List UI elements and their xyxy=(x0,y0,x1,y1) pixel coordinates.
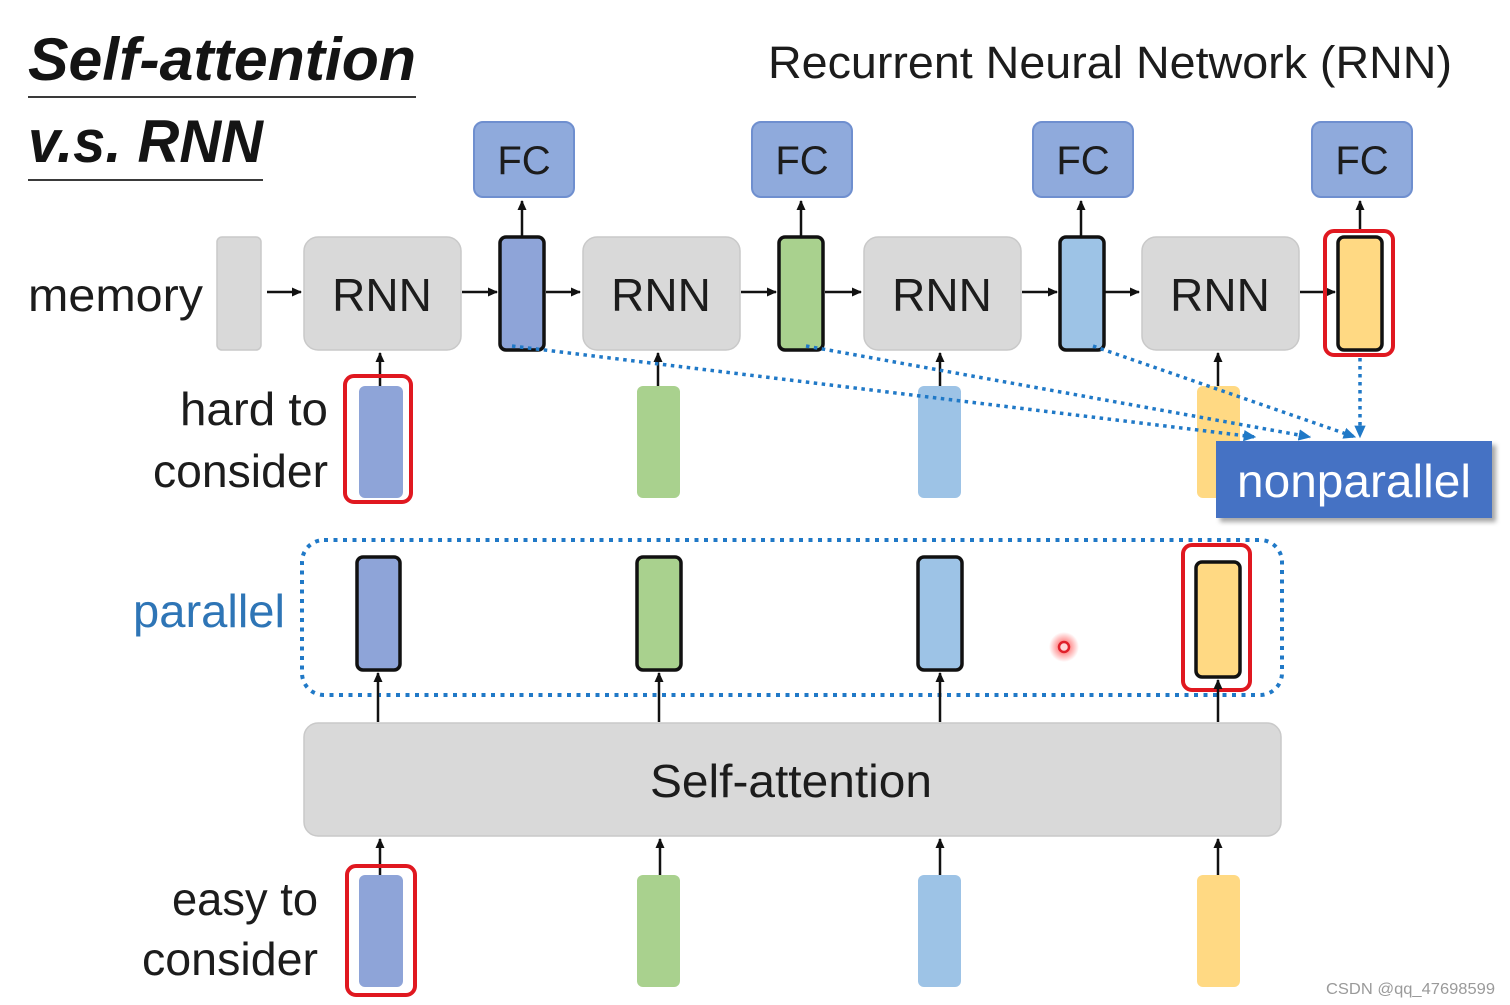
rnn-cell-label-4: RNN xyxy=(1170,269,1270,321)
rnn-cell-label-1: RNN xyxy=(332,269,432,321)
dependency-line-output-1 xyxy=(511,344,1257,442)
rnn-input-vector-3 xyxy=(918,386,961,498)
self-attention-output-vector-2 xyxy=(635,555,683,672)
nonparallel-label: nonparallel xyxy=(1237,455,1471,507)
rnn-cell-4 xyxy=(1141,236,1300,351)
fc-label-1: FC xyxy=(497,139,550,183)
self-attention-output-vector-1 xyxy=(355,555,402,672)
fc-label-3: FC xyxy=(1056,139,1109,183)
fc-layer: FC FC FC FC xyxy=(473,121,1413,198)
fc-box-1 xyxy=(473,121,575,198)
self-attention-input-vector-1 xyxy=(359,875,403,987)
rnn-cell-label-2: RNN xyxy=(611,269,711,321)
fc-box-4 xyxy=(1311,121,1413,198)
rnn-cell-label-3: RNN xyxy=(892,269,992,321)
self-attention-input-vector-3 xyxy=(918,875,961,987)
consider-label-top: consider xyxy=(153,445,328,497)
rnn-output-vector-1 xyxy=(498,235,546,352)
self-attention-block-label: Self-attention xyxy=(650,755,932,807)
memory-label: memory xyxy=(28,269,203,321)
easy-to-label: easy to xyxy=(172,873,318,925)
fc-box-2 xyxy=(751,121,853,198)
rnn-cell-2 xyxy=(582,236,741,351)
rnn-output-vector-4 xyxy=(1336,235,1384,352)
highlight-self-attention-output-4 xyxy=(1181,543,1252,692)
rnn-cell-1 xyxy=(303,236,462,351)
fc-label-2: FC xyxy=(775,139,828,183)
rnn-output-vector-3 xyxy=(1058,235,1106,352)
highlight-rnn-input-1 xyxy=(343,374,413,504)
self-attention-output-vector-4 xyxy=(1194,560,1242,679)
laser-pointer-dot xyxy=(1049,632,1079,662)
parallel-frame xyxy=(300,538,1284,697)
dependency-line-output-2 xyxy=(805,344,1312,441)
rnn-input-vector-1 xyxy=(359,386,403,498)
nonparallel-callout: nonparallel xyxy=(1216,441,1492,518)
self-attention-output-vector-3 xyxy=(916,555,964,672)
rnn-cells: RNN RNN RNN RNN xyxy=(303,236,1300,351)
fc-box-3 xyxy=(1032,121,1134,198)
rnn-output-vector-2 xyxy=(777,235,825,352)
consider-label-bottom: consider xyxy=(142,933,318,985)
highlight-self-attention-input-1 xyxy=(345,864,417,997)
fc-label-4: FC xyxy=(1335,139,1388,183)
watermark: CSDN @qq_47698599 xyxy=(1326,981,1495,998)
memory-box xyxy=(216,236,262,351)
self-attention-input-vector-2 xyxy=(637,875,680,987)
rnn-heading: Recurrent Neural Network (RNN) xyxy=(768,37,1452,88)
title-line-1: Self-attention xyxy=(28,26,416,93)
self-attention-block xyxy=(303,722,1282,837)
title-line-2: v.s. RNN xyxy=(28,108,265,175)
slide-title: Self-attention v.s. RNN xyxy=(28,26,416,181)
nonparallel-box xyxy=(1216,441,1492,518)
highlight-rnn-output-4 xyxy=(1323,229,1395,357)
hard-to-label: hard to xyxy=(180,383,328,435)
rnn-input-vector-2 xyxy=(637,386,680,498)
rnn-cell-3 xyxy=(863,236,1022,351)
dependency-line-output-3 xyxy=(1092,344,1357,439)
self-attention-input-vector-4 xyxy=(1197,875,1240,987)
parallel-label: parallel xyxy=(133,585,285,637)
